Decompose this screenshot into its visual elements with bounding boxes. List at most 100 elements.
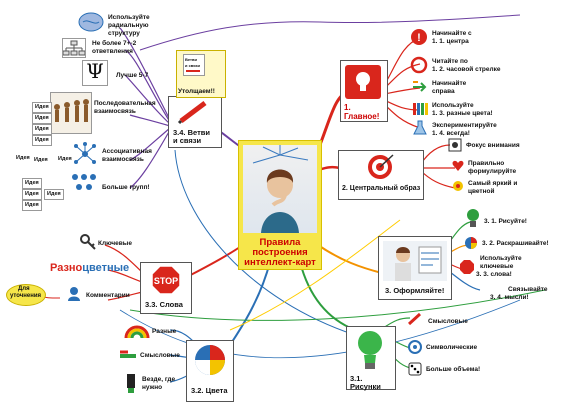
b3-item-3c: 3. 3. слова! xyxy=(476,271,512,278)
pie-icon xyxy=(464,236,478,250)
b3-item-3b: ключевые xyxy=(480,263,514,270)
limit-diagram-icon xyxy=(62,38,86,58)
psi-card: Ψ xyxy=(82,59,108,86)
b1-item-4a: Используйте xyxy=(432,102,474,109)
branch-3-3-title: 3.3. Слова xyxy=(145,300,183,309)
b33-colorful-2: цветные xyxy=(82,262,130,274)
idea-box-11: Идея xyxy=(44,189,64,200)
b34-radial-1: Используйте xyxy=(108,14,150,21)
key-icon xyxy=(80,234,96,250)
idea-box-3: Идея xyxy=(32,124,52,135)
color-pencils-icon xyxy=(412,100,428,116)
idea-3: Идея xyxy=(35,126,49,132)
thicken-card: Ветви и связи Утолщаем!! xyxy=(176,50,226,98)
b31-item-2: Символические xyxy=(426,344,478,351)
stop-sign-icon: STOP xyxy=(151,265,181,295)
b1-item-5a: Экспериментируйте xyxy=(432,122,497,129)
branch-2-title: 2. Центральный образ xyxy=(342,185,421,192)
thicken-card-1: Ветви xyxy=(185,57,197,62)
b34-assoc-1: Ассоциативная xyxy=(102,148,152,155)
thicken-card-image: Ветви и связи xyxy=(183,54,205,76)
lightbulb-green-icon xyxy=(355,329,385,371)
clock-arrow-icon xyxy=(410,56,428,74)
b32-item-3a: Везде, где xyxy=(142,376,176,383)
b2-item-3a: Самый яркий и xyxy=(468,180,518,187)
b34-radial-3: структуру xyxy=(108,30,140,37)
idea-9: Идея xyxy=(25,191,39,197)
svg-text:!: ! xyxy=(417,32,421,44)
b33-item-key: Ключевые xyxy=(98,240,132,247)
b34-radial-2: радиальную xyxy=(108,22,149,29)
clarify-bubble xyxy=(6,284,46,306)
central-title-3: интеллект-карт xyxy=(244,257,316,268)
b34-limit-1: Не более 7+-2 xyxy=(92,40,137,47)
color-pie-icon xyxy=(193,343,227,377)
central-title-1: Правила xyxy=(259,237,301,248)
idea-11: Идея xyxy=(47,191,61,197)
branch-2-main: 2. Центральный образ xyxy=(338,150,424,200)
brain-icon xyxy=(78,12,104,32)
branch-3-1-main: 3.1. Рисунки xyxy=(346,326,396,390)
idea-2: Идея xyxy=(35,115,49,121)
idea-6: Идея xyxy=(34,157,48,163)
b1-item-3b: справа xyxy=(432,88,455,95)
question-icon: ! xyxy=(410,28,428,46)
thicken-label: Утолщаем!! xyxy=(178,88,215,95)
idea-8: Идея xyxy=(25,180,39,186)
network-icon xyxy=(72,142,98,166)
idea-1: Идея xyxy=(35,104,49,110)
b34-seq-1: Последовательная xyxy=(94,100,156,107)
b3-item-2: 3. 2. Раскрашивайте! xyxy=(482,240,549,247)
b2-item-2a: Правильно xyxy=(468,160,505,167)
comment-person-icon xyxy=(66,286,82,302)
idea-box-8: Идея xyxy=(22,178,42,189)
branch-3-2-title: 3.2. Цвета xyxy=(191,386,228,395)
idea-box-2: Идея xyxy=(32,113,52,124)
heart-icon xyxy=(452,160,464,172)
idea-box-1: Идея xyxy=(32,102,52,113)
b1-item-3a: Начинайте xyxy=(432,80,467,87)
b1-item-5b: 1. 4. всегда! xyxy=(432,130,470,137)
b33-item-comments: Комментарии xyxy=(86,292,130,299)
branch-3-2-main: 3.2. Цвета xyxy=(186,340,234,402)
branch-1-title: 1. Главное! xyxy=(344,103,380,121)
idea-box-4: Идея xyxy=(32,135,52,146)
star-icon xyxy=(452,180,464,192)
stop-small-icon xyxy=(460,260,474,274)
branch-1-main: 1. Главное! xyxy=(340,60,388,122)
idea-10: Идея xyxy=(25,202,39,208)
evolution-icon xyxy=(50,92,92,134)
traffic-arrows-icon xyxy=(118,348,138,364)
b1-item-4b: 1. 3. разные цвета! xyxy=(432,110,493,117)
b31-item-3: Больше объема! xyxy=(426,366,481,373)
idea-5: Идея xyxy=(16,155,30,161)
b2-item-3b: цветной xyxy=(468,188,495,195)
idea-box-9: Идея xyxy=(22,189,42,200)
branch-3-title: 3. Оформляйте! xyxy=(385,286,445,295)
b34-seq-2: взаимосвязь xyxy=(94,108,136,115)
b34-better: Лучше 5-7 xyxy=(116,72,149,79)
b32-item-3b: нужно xyxy=(142,384,163,391)
idea-4: Идея xyxy=(35,137,49,143)
b3-item-1: 3. 1. Рисуйте! xyxy=(484,218,527,225)
idea-box-10: Идея xyxy=(22,200,42,211)
b33-colorful: Разноцветные xyxy=(50,262,129,274)
branch-3-4-main: 3.4. Ветви и связи xyxy=(168,96,222,148)
flask-icon xyxy=(412,120,428,136)
pencil-icon xyxy=(177,99,213,125)
b3-item-4b: 3. 4. мысли! xyxy=(490,294,529,301)
b32-item-2: Смысловые xyxy=(140,352,180,359)
b3-item-4a: Связывайте xyxy=(508,286,548,293)
b1-item-1a: Начинайте с xyxy=(432,30,472,37)
b3-item-3a: Используйте xyxy=(480,255,522,262)
b1-item-1b: 1. 1. центра xyxy=(432,38,469,45)
designer-woman-icon xyxy=(383,241,447,281)
b33-clarify-1: Для xyxy=(18,286,30,292)
thinking-woman-icon xyxy=(252,145,309,233)
b33-colorful-1: Разно xyxy=(50,262,83,274)
branch-3-main: 3. Оформляйте! xyxy=(378,236,452,300)
marker-icon xyxy=(124,372,138,394)
b2-item-1: Фокус внимания xyxy=(466,142,520,149)
groups-icon xyxy=(70,172,98,194)
